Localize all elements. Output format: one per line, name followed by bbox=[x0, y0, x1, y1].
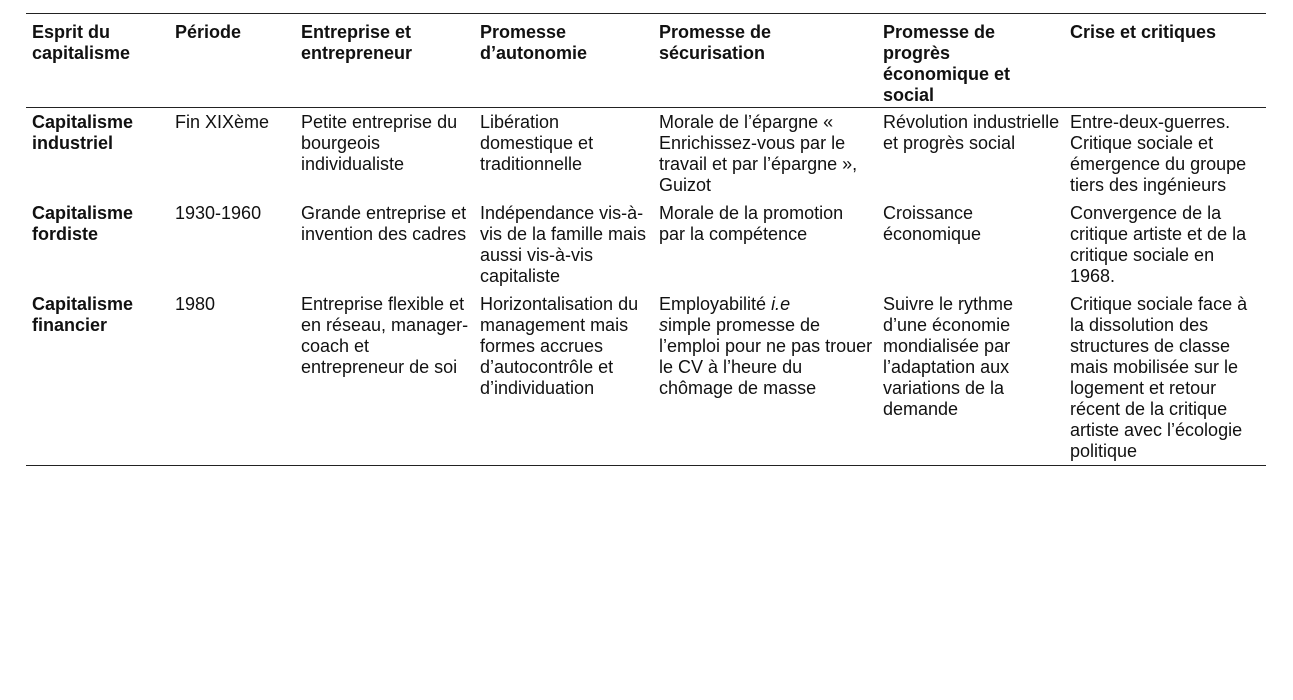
cell-periode: Fin XIXème bbox=[175, 112, 270, 132]
cell-periode: 1930-1960 bbox=[175, 203, 262, 223]
cell-securisation: Employabilité i.e simple promesse de l’em… bbox=[653, 290, 877, 466]
cell-securisation: Morale de l’épargne « Enrichissez-vous p… bbox=[659, 112, 858, 195]
header-periode: Période bbox=[175, 22, 242, 42]
cell-autonomie: Horizontalisation du management mais for… bbox=[480, 294, 639, 398]
cell-crise: Convergence de la critique artiste et de… bbox=[1070, 203, 1247, 286]
securisation-text-italic: i.e bbox=[771, 294, 791, 314]
cell-esprit: Capitalisme fordiste bbox=[32, 203, 134, 244]
table-row: Capitalisme financier 1980 Entreprise fl… bbox=[26, 290, 1266, 466]
cell-esprit: Capitalisme industriel bbox=[32, 112, 134, 153]
header-row: Esprit du capitalisme Période Entreprise… bbox=[26, 13, 1266, 108]
cell-autonomie: Indépendance vis-à-vis de la famille mai… bbox=[480, 203, 647, 286]
header-crise: Crise et critiques bbox=[1070, 22, 1217, 42]
capitalism-spirit-table: Esprit du capitalisme Période Entreprise… bbox=[26, 13, 1266, 466]
securisation-text-pre: Employabilité bbox=[659, 294, 772, 314]
table-row: Capitalisme industriel Fin XIXème Petite… bbox=[26, 108, 1266, 200]
cell-crise: Critique sociale face à la dissolution d… bbox=[1070, 294, 1248, 461]
cell-esprit: Capitalisme financier bbox=[32, 294, 134, 335]
securisation-text-post: imple promesse de l’emploi pour ne pas t… bbox=[659, 315, 873, 398]
table-body: Capitalisme industriel Fin XIXème Petite… bbox=[26, 108, 1266, 466]
header-entreprise: Entreprise et entrepreneur bbox=[301, 22, 413, 63]
cell-crise: Entre-deux-guerres. Critique sociale et … bbox=[1070, 112, 1247, 195]
cell-progres: Croissance économique bbox=[883, 203, 982, 244]
cell-progres: Suivre le rythme d’une économie mondiali… bbox=[883, 294, 1014, 419]
header-autonomie: Promesse d’autonomie bbox=[480, 22, 587, 63]
cell-progres: Révolution industrielle et progrès socia… bbox=[883, 112, 1060, 153]
header-securisation: Promesse de sécurisation bbox=[659, 22, 772, 63]
cell-periode: 1980 bbox=[175, 294, 216, 314]
header-progres: Promesse de progrès économique et social bbox=[883, 22, 1011, 105]
cell-entreprise: Grande entreprise et invention des cadre… bbox=[301, 203, 467, 244]
cell-autonomie: Libération domestique et traditionnelle bbox=[480, 112, 594, 174]
securisation-text-italic-s: s bbox=[659, 315, 668, 335]
cell-securisation: Morale de la promotion par la compétence bbox=[659, 203, 844, 244]
table-header: Esprit du capitalisme Période Entreprise… bbox=[26, 13, 1266, 108]
cell-entreprise: Entreprise flexible et en réseau, manage… bbox=[301, 294, 469, 377]
table-row: Capitalisme fordiste 1930-1960 Grande en… bbox=[26, 199, 1266, 290]
header-esprit: Esprit du capitalisme bbox=[32, 22, 131, 63]
cell-entreprise: Petite entreprise du bourgeois individua… bbox=[301, 112, 458, 174]
